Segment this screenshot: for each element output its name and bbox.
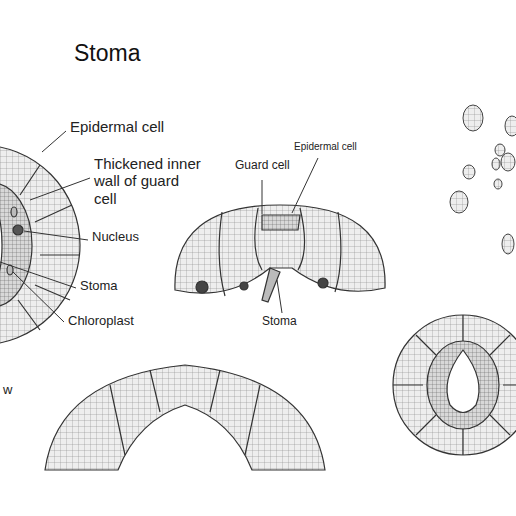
part-label: Thickened inner wall of guard cell	[94, 155, 204, 207]
title: Stoma	[74, 40, 140, 66]
leader-line	[0, 131, 90, 322]
cross-section-figure	[175, 205, 385, 302]
part-label: Stoma	[80, 279, 118, 294]
part-label: Chloroplast	[68, 314, 134, 329]
part-label: Epidermal cell	[294, 141, 357, 153]
part-label: Stoma	[262, 315, 297, 329]
chloroplast	[450, 105, 516, 254]
part-label: Guard cell	[235, 159, 290, 173]
part-label: w	[3, 383, 12, 398]
part-label: Epidermal cell	[70, 118, 164, 135]
part-label: Nucleus	[92, 230, 139, 245]
ring-of-cells	[393, 315, 516, 455]
guard-cell-arch	[45, 365, 325, 470]
leader-line	[262, 158, 318, 313]
